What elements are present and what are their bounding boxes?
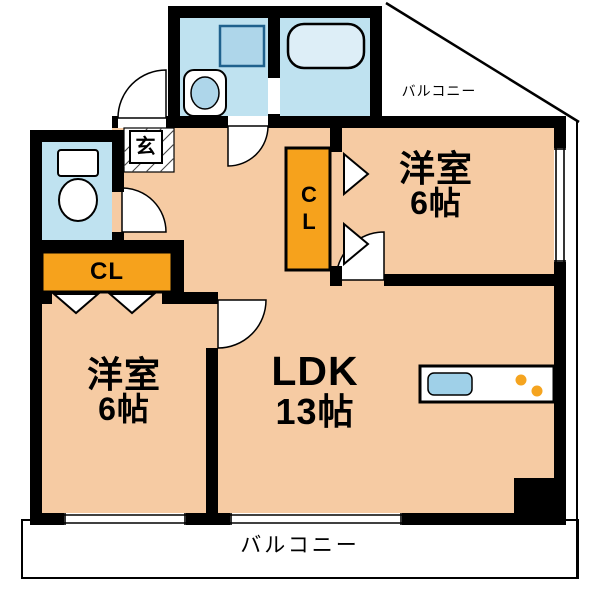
entrance-label-box [129,130,163,164]
balcony-bottom-area [21,519,579,579]
burner-icon [515,374,527,386]
window-right [554,148,566,262]
window-bottom-left [64,513,186,525]
room-label-bedroom-bottom: 洋室 6帖 [64,356,184,427]
closet-left-box [40,250,174,294]
toilet-icon [57,149,99,222]
washer-icon [218,24,266,68]
bedroom-bottom-area: 6帖 [98,391,150,428]
bedroom-bottom-name: 洋室 [86,354,161,395]
bedroom-top-area: 6帖 [410,185,462,222]
room-label-bedroom-top: 洋室 6帖 [376,150,496,221]
sink-icon [427,372,473,396]
closet-left-label: CL [90,257,124,285]
windows [64,148,566,525]
bedroom-bottom-door-arc [217,299,267,349]
balcony-bottom-label: バルコニー [240,534,360,557]
pillar [514,478,554,513]
ldk-name: LDK [271,348,359,394]
balcony-top-label: バルコニー [401,83,477,99]
entrance-label: 玄 [135,135,157,158]
closet-door-symbols [51,151,370,315]
walls [30,6,566,525]
fixtures [57,22,366,222]
bathtub-icon [286,22,366,70]
bedroom-top-name: 洋室 [398,148,473,189]
ldk-area: 13帖 [275,390,355,432]
kitchen-counter [418,364,556,404]
window-bottom-right [230,513,402,525]
balcony-top-area [384,6,574,122]
room-label-ldk: LDK 13帖 [240,350,390,430]
toilet-door-arc [121,187,167,233]
entrance-door-arc [117,69,167,119]
burner-icon [531,385,543,397]
washroom-door-arc [227,125,269,167]
closet-center-box [284,146,332,272]
balcony-top-edge [385,1,580,124]
closet-center-label: CL [296,182,322,236]
